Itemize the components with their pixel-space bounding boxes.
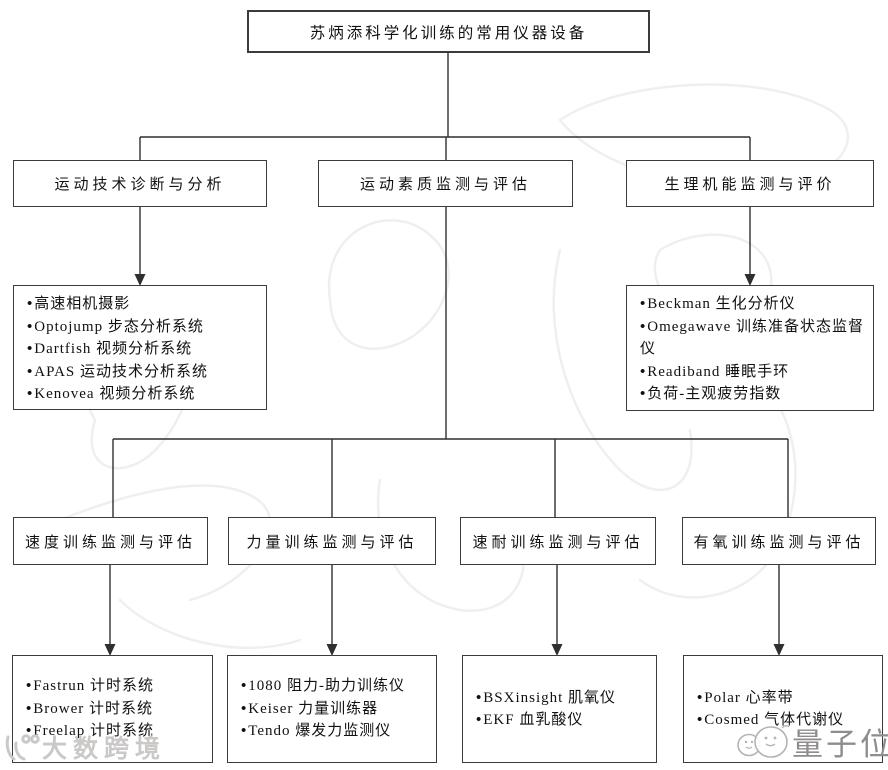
strength-equipment-list-box: 1080 阻力-助力训练仪Keiser 力量训练器Tendo 爆发力监测仪 xyxy=(227,655,437,763)
level2-node-technique-diagnosis: 运动技术诊断与分析 xyxy=(13,160,267,207)
list-item: Optojump 步态分析系统 xyxy=(27,316,208,339)
qubit-mascot-icon xyxy=(737,725,790,758)
root-node-label: 苏炳添科学化训练的常用仪器设备 xyxy=(309,24,588,42)
list-item: Beckman 生化分析仪 xyxy=(640,293,873,316)
node-label: 运动技术诊断与分析 xyxy=(54,177,226,193)
watermark-text: 大数跨境 xyxy=(42,735,167,763)
node-label: 有氧训练监测与评估 xyxy=(693,534,865,551)
equipment-list: Beckman 生化分析仪Omegawave 训练准备状态监督仪Readiban… xyxy=(640,293,873,406)
level3-node-strength-training: 力量训练监测与评估 xyxy=(228,517,436,565)
physiology-equipment-list-box: Beckman 生化分析仪Omegawave 训练准备状态监督仪Readiban… xyxy=(626,285,874,411)
list-item: Omegawave 训练准备状态监督仪 xyxy=(640,316,873,361)
equipment-list: Fastrun 计时系统Brower 计时系统Freelap 计时系统 xyxy=(26,675,154,743)
list-item: Keiser 力量训练器 xyxy=(241,698,405,721)
speed-equipment-list-box: Fastrun 计时系统Brower 计时系统Freelap 计时系统 xyxy=(12,655,213,763)
watermark-text: 量子位 xyxy=(792,727,888,762)
list-item: 高速相机摄影 xyxy=(27,293,208,316)
level2-node-physiology-monitoring: 生理机能监测与评价 xyxy=(626,160,874,207)
list-item: BSXinsight 肌氧仪 xyxy=(476,687,616,710)
root-node: 苏炳添科学化训练的常用仪器设备 xyxy=(247,10,650,53)
list-item: APAS 运动技术分析系统 xyxy=(27,361,208,384)
list-item: Kenovea 视频分析系统 xyxy=(27,383,208,406)
node-label: 运动素质监测与评估 xyxy=(359,177,531,193)
watermark-liangziwei: 量子位 xyxy=(736,714,888,764)
node-label: 生理机能监测与评价 xyxy=(664,177,836,193)
watermark-dashukuajing: 大数跨境 xyxy=(2,729,166,765)
equipment-list: Polar 心率带Cosmed 气体代谢仪 xyxy=(697,687,844,732)
list-item: Readiband 睡眠手环 xyxy=(640,361,873,384)
level3-node-speed-endurance-training: 速耐训练监测与评估 xyxy=(460,517,656,565)
level2-node-fitness-monitoring: 运动素质监测与评估 xyxy=(318,160,573,207)
equipment-list: BSXinsight 肌氧仪EKF 血乳酸仪 xyxy=(476,687,616,732)
list-item: Polar 心率带 xyxy=(697,687,844,710)
list-item: Cosmed 气体代谢仪 xyxy=(697,709,844,732)
equipment-list: 高速相机摄影Optojump 步态分析系统Dartfish 视频分析系统APAS… xyxy=(27,293,208,406)
list-item: 负荷-主观疲劳指数 xyxy=(640,383,873,406)
list-item: 1080 阻力-助力训练仪 xyxy=(241,675,405,698)
list-item: Dartfish 视频分析系统 xyxy=(27,338,208,361)
list-item: Brower 计时系统 xyxy=(26,698,154,721)
level3-node-speed-training: 速度训练监测与评估 xyxy=(13,517,208,565)
equipment-list: 1080 阻力-助力训练仪Keiser 力量训练器Tendo 爆发力监测仪 xyxy=(241,675,405,743)
list-item: Freelap 计时系统 xyxy=(26,720,154,743)
list-item: Tendo 爆发力监测仪 xyxy=(241,720,405,743)
speed-endurance-equipment-list-box: BSXinsight 肌氧仪EKF 血乳酸仪 xyxy=(462,655,657,763)
aerobic-equipment-list-box: Polar 心率带Cosmed 气体代谢仪 xyxy=(683,655,883,763)
node-label: 速度训练监测与评估 xyxy=(24,534,196,551)
dashukuajing-logo-icon xyxy=(5,734,40,761)
technique-equipment-list-box: 高速相机摄影Optojump 步态分析系统Dartfish 视频分析系统APAS… xyxy=(13,285,267,410)
list-item: Fastrun 计时系统 xyxy=(26,675,154,698)
node-label: 速耐训练监测与评估 xyxy=(472,534,644,551)
node-label: 力量训练监测与评估 xyxy=(246,534,418,551)
list-item: EKF 血乳酸仪 xyxy=(476,709,616,732)
level3-node-aerobic-training: 有氧训练监测与评估 xyxy=(682,517,876,565)
